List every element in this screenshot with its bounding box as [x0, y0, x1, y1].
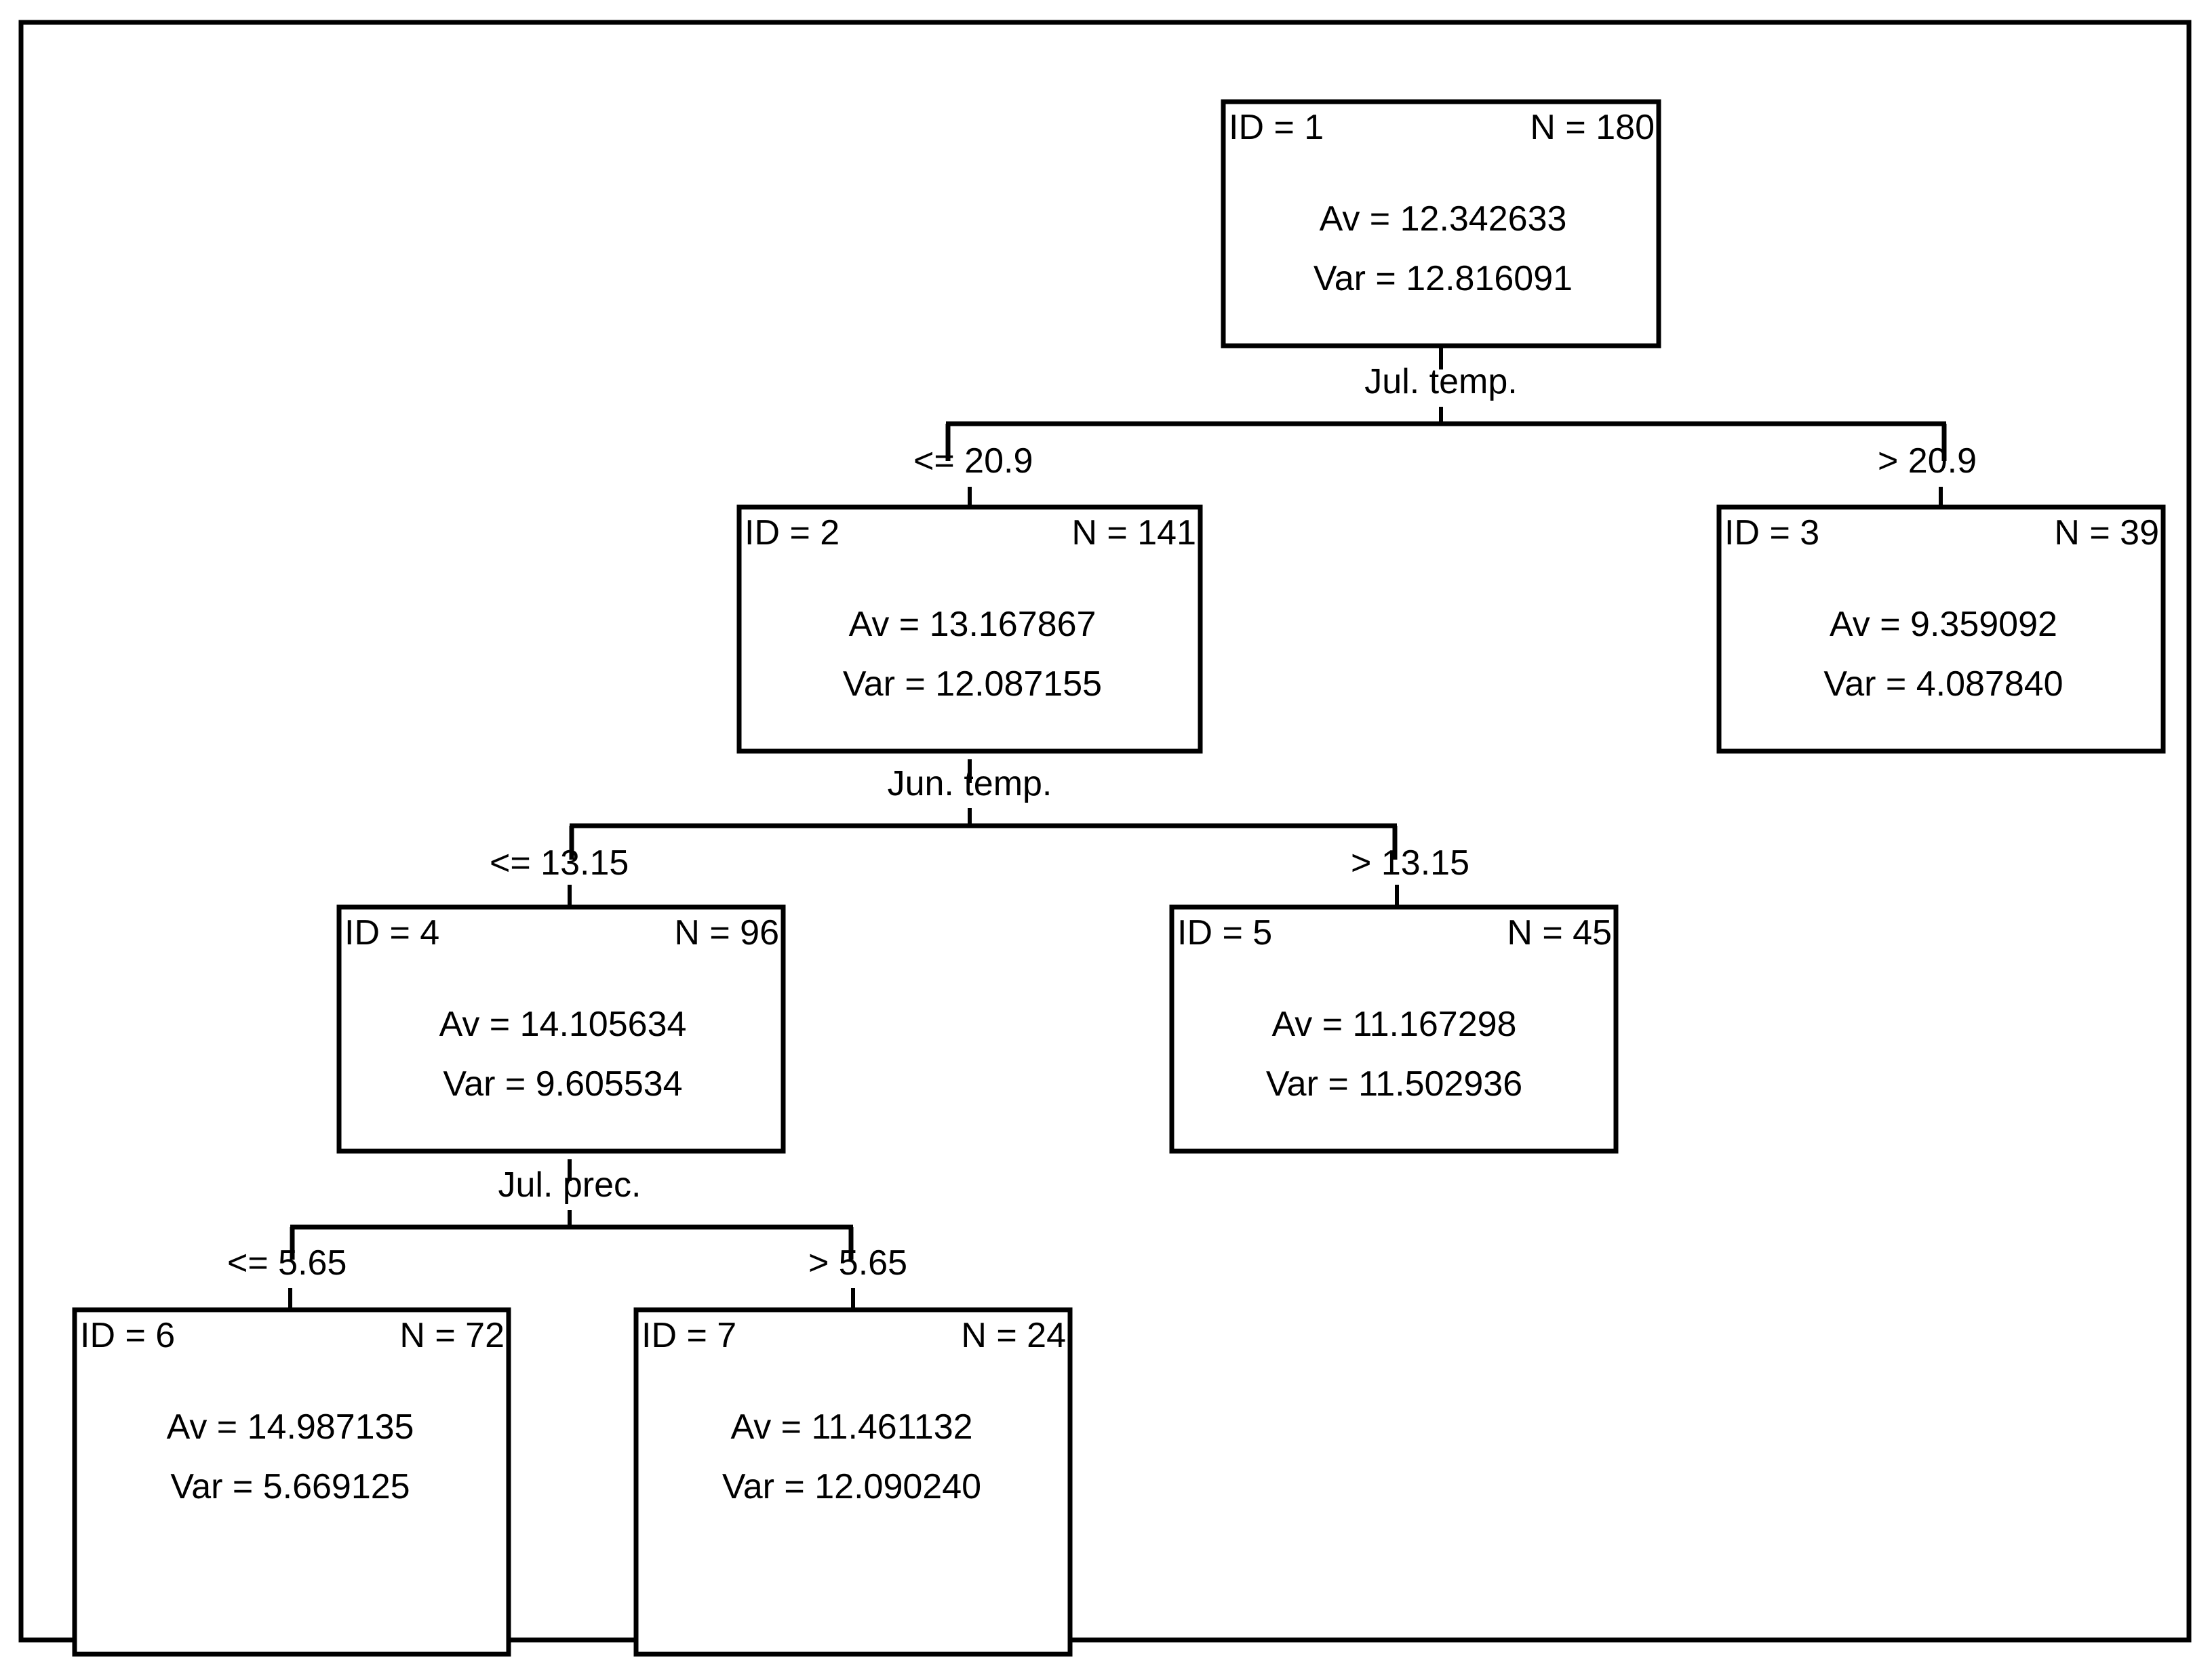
split-variable-label-3: Jul. prec. — [498, 1165, 641, 1205]
split-left-edge-label-1: <= 20.9 — [913, 441, 1033, 481]
tree-node-3[interactable]: ID = 3 N = 39 Av = 9.359092 Var = 4.0878… — [1716, 504, 2166, 754]
node-box-3[interactable] — [1716, 504, 2166, 754]
tree-node-4[interactable]: ID = 4 N = 96 Av = 14.105634 Var = 9.605… — [336, 904, 786, 1154]
node-n-label-7: N = 24 — [961, 1316, 1066, 1355]
node-var-label-5: Var = 11.502936 — [1266, 1064, 1522, 1104]
node-id-label-1: ID = 1 — [1229, 108, 1324, 147]
node-var-label-6: Var = 5.669125 — [170, 1467, 410, 1506]
node-id-label-7: ID = 7 — [641, 1316, 736, 1355]
node-n-label-3: N = 39 — [2054, 513, 2159, 553]
node-box-6[interactable] — [72, 1307, 511, 1657]
node-box-2[interactable] — [736, 504, 1203, 754]
node-id-label-3: ID = 3 — [1724, 513, 1819, 553]
node-n-label-5: N = 45 — [1507, 913, 1612, 953]
node-n-label-4: N = 96 — [674, 913, 779, 953]
tree-node-1[interactable]: ID = 1 N = 180 Av = 12.342633 Var = 12.8… — [1221, 99, 1661, 348]
tree-node-6[interactable]: ID = 6 N = 72 Av = 14.987135 Var = 5.669… — [72, 1307, 511, 1657]
node-av-label-2: Av = 13.167867 — [849, 605, 1097, 644]
tree-node-2[interactable]: ID = 2 N = 141 Av = 13.167867 Var = 12.0… — [736, 504, 1203, 754]
node-id-label-2: ID = 2 — [745, 513, 840, 553]
node-id-label-5: ID = 5 — [1177, 913, 1272, 953]
node-n-label-6: N = 72 — [399, 1316, 505, 1355]
node-var-label-1: Var = 12.816091 — [1314, 259, 1573, 298]
node-var-label-3: Var = 4.087840 — [1823, 664, 2063, 704]
split-variable-label-2: Jun. temp. — [888, 764, 1052, 803]
node-n-label-2: N = 141 — [1071, 513, 1196, 553]
split-right-edge-label-3: > 5.65 — [808, 1243, 907, 1283]
node-box-5[interactable] — [1169, 904, 1619, 1154]
figure-border — [18, 20, 2192, 1643]
node-av-label-3: Av = 9.359092 — [1830, 605, 2057, 644]
split-right-edge-label-2: > 13.15 — [1351, 843, 1469, 883]
node-id-label-6: ID = 6 — [80, 1316, 175, 1355]
node-av-label-5: Av = 11.167298 — [1272, 1005, 1517, 1044]
node-var-label-7: Var = 12.090240 — [722, 1467, 981, 1506]
node-av-label-7: Av = 11.461132 — [730, 1407, 972, 1447]
tree-node-7[interactable]: ID = 7 N = 24 Av = 11.461132 Var = 12.09… — [633, 1307, 1073, 1657]
split-variable-label-1: Jul. temp. — [1364, 362, 1517, 401]
node-var-label-2: Var = 12.087155 — [843, 664, 1102, 704]
split-connector-1 — [945, 346, 1947, 507]
node-box-4[interactable] — [336, 904, 786, 1154]
split-connector-3 — [288, 1159, 855, 1310]
node-id-label-4: ID = 4 — [344, 913, 439, 953]
tree-node-5[interactable]: ID = 5 N = 45 Av = 11.167298 Var = 11.50… — [1169, 904, 1619, 1154]
split-connector-2 — [568, 759, 1399, 907]
node-av-label-1: Av = 12.342633 — [1320, 199, 1567, 239]
node-box-7[interactable] — [633, 1307, 1073, 1657]
node-av-label-6: Av = 14.987135 — [167, 1407, 414, 1447]
split-left-edge-label-3: <= 5.65 — [227, 1243, 347, 1283]
split-right-edge-label-1: > 20.9 — [1878, 441, 1977, 481]
node-av-label-4: Av = 14.105634 — [439, 1005, 687, 1044]
node-n-label-1: N = 180 — [1530, 108, 1655, 147]
node-box-1[interactable] — [1221, 99, 1661, 348]
split-left-edge-label-2: <= 13.15 — [490, 843, 629, 883]
node-var-label-4: Var = 9.605534 — [443, 1064, 682, 1104]
